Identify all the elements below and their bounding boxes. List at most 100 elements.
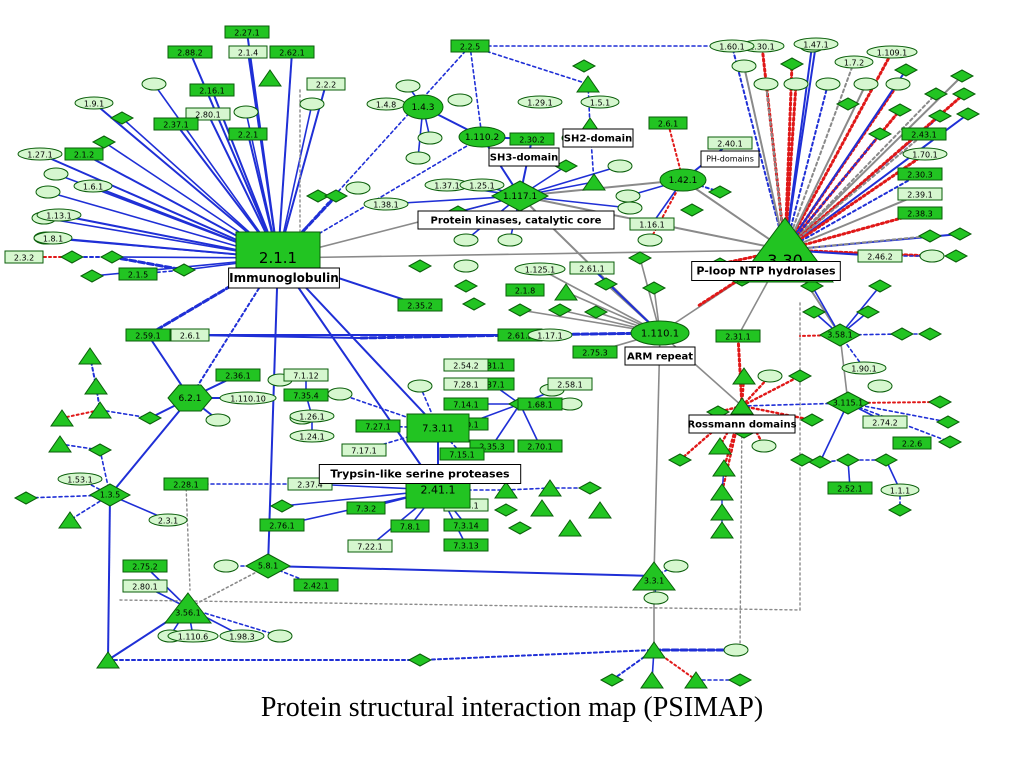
interaction-edge [277, 257, 439, 491]
domain-node [57, 472, 103, 486]
domain-node-label: 1.109.1 [877, 49, 908, 58]
interaction-edge [277, 51, 293, 259]
family-label-box [562, 128, 634, 148]
domain-node-label: 1.16.1 [639, 221, 664, 230]
satellite-node [494, 481, 518, 499]
satellite-node [789, 453, 815, 467]
satellite-node [627, 251, 653, 265]
domain-node [289, 409, 335, 423]
domain-node-label: 2.1.8 [515, 287, 535, 296]
interaction-edge [784, 83, 867, 251]
domain-node-label: 2.6.1 [180, 332, 200, 341]
satellite-node [730, 397, 754, 415]
domain-node-label: 7.8.1 [400, 523, 420, 532]
satellite-node [84, 377, 108, 395]
domain-node-label: 2.30.2 [519, 136, 544, 145]
domain-node [283, 388, 329, 402]
satellite-node [927, 395, 953, 409]
domain-node [306, 77, 346, 91]
domain-node-label: 2.2.6 [902, 440, 922, 449]
domain-node [505, 283, 545, 297]
domain-node-label: 1.8.1 [43, 235, 63, 244]
satellite-node [213, 559, 239, 573]
satellite-node [617, 201, 643, 215]
interaction-edge [659, 332, 743, 407]
satellite-node [917, 229, 943, 243]
interaction-edge [277, 249, 786, 259]
hub-node [458, 126, 506, 148]
satellite-node [667, 453, 693, 467]
family-label-box [488, 147, 560, 167]
interaction-edge [784, 45, 813, 251]
domain-node [167, 45, 213, 59]
interaction-edge [653, 649, 697, 681]
domain-node-label: 2.59.1 [135, 332, 160, 341]
satellite-node [538, 479, 562, 497]
satellite-node [258, 69, 282, 87]
domain-node-label: 2.75.3 [582, 349, 607, 358]
domain-node [167, 629, 219, 643]
satellite-node [345, 181, 371, 195]
satellite-node [205, 413, 231, 427]
domain-node-label: 2.39.1 [907, 191, 932, 200]
interaction-edge [469, 45, 483, 138]
satellite-node [109, 111, 135, 125]
hub-node-label: 5.8.1 [258, 562, 278, 571]
domain-node-label: 1.53.1 [67, 476, 92, 485]
family-label-ploop: P-loop NTP hydrolases [696, 265, 836, 278]
domain-node [892, 436, 932, 450]
satellite-node [855, 305, 881, 319]
hub-node-label: 3.56.1 [175, 609, 200, 618]
satellite-node [867, 379, 893, 393]
satellite-node [679, 203, 705, 217]
satellite-node [893, 63, 919, 77]
interaction-edge [519, 403, 541, 447]
domain-node [857, 249, 903, 263]
domain-node [17, 147, 63, 161]
domain-node-label: 2.80.1 [132, 583, 157, 592]
domain-node [118, 267, 158, 281]
domain-node-label: 2.54.2 [453, 362, 478, 371]
domain-node [64, 147, 104, 161]
domain-node [793, 37, 839, 51]
satellite-node [815, 77, 841, 91]
domain-node-label: 1.1.1 [890, 487, 910, 496]
domain-node [439, 447, 485, 461]
domain-node [547, 377, 593, 391]
satellite-node [453, 279, 479, 293]
interaction-edge [736, 334, 744, 408]
hub-node [167, 384, 213, 412]
interaction-edge [107, 494, 111, 661]
domain-node-label: 2.38.3 [907, 210, 932, 219]
interaction-edge [185, 483, 191, 591]
satellite-node [137, 411, 163, 425]
hub-node [244, 553, 292, 579]
interaction-edge [491, 403, 521, 447]
domain-node [73, 179, 113, 193]
family-label-trypsin: Trypsin-like serine proteases [330, 468, 510, 481]
domain-node [459, 178, 505, 192]
family-label-rossmann: Rossmann domains [687, 419, 796, 430]
interaction-edge [743, 65, 786, 251]
domain-node [443, 538, 489, 552]
satellite-node [949, 69, 975, 83]
interaction-edge [653, 332, 661, 577]
satellite-node [615, 189, 641, 203]
satellite-node [723, 643, 749, 657]
hub-node-label: 1.42.1 [669, 176, 698, 186]
hub-node-label: 3.115.1 [833, 399, 864, 408]
domain-node-label: 2.6.1 [658, 120, 678, 129]
domain-node [347, 539, 393, 553]
satellite-node [507, 521, 533, 535]
hub-node-label: 1.3.5 [100, 491, 120, 500]
domain-node-label: 2.40.1 [717, 140, 742, 149]
family-label-sh2: SH2-domain [564, 133, 632, 144]
satellite-node [873, 453, 899, 467]
satellite-node [889, 327, 915, 341]
satellite-node [141, 77, 167, 91]
domain-node [163, 477, 209, 491]
domain-node-label: 2.62.1 [279, 49, 304, 58]
satellite-node [710, 483, 734, 501]
